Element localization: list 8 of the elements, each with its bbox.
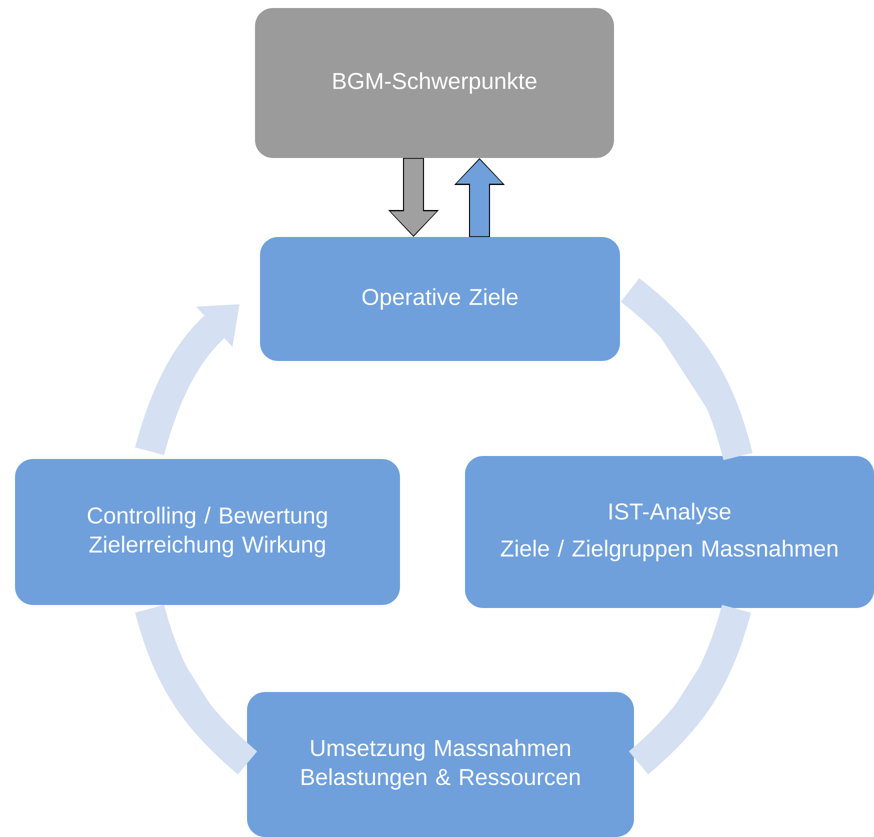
process-box: Operative Ziele — [260, 237, 620, 361]
cycle-band — [135, 604, 258, 774]
cycle-band — [628, 604, 751, 774]
process-box: IST-Analyse Ziele / Zielgruppen Massnahmen — [465, 456, 874, 608]
process-box: Controlling / Bewertung Zielerreichung Wirkung — [15, 459, 400, 605]
process-box: Umsetzung Massnahmen Belastungen & Ressourcen — [247, 692, 634, 837]
process-box: BGM-Schwerpunkte — [255, 8, 614, 158]
cycle-band — [620, 278, 752, 460]
